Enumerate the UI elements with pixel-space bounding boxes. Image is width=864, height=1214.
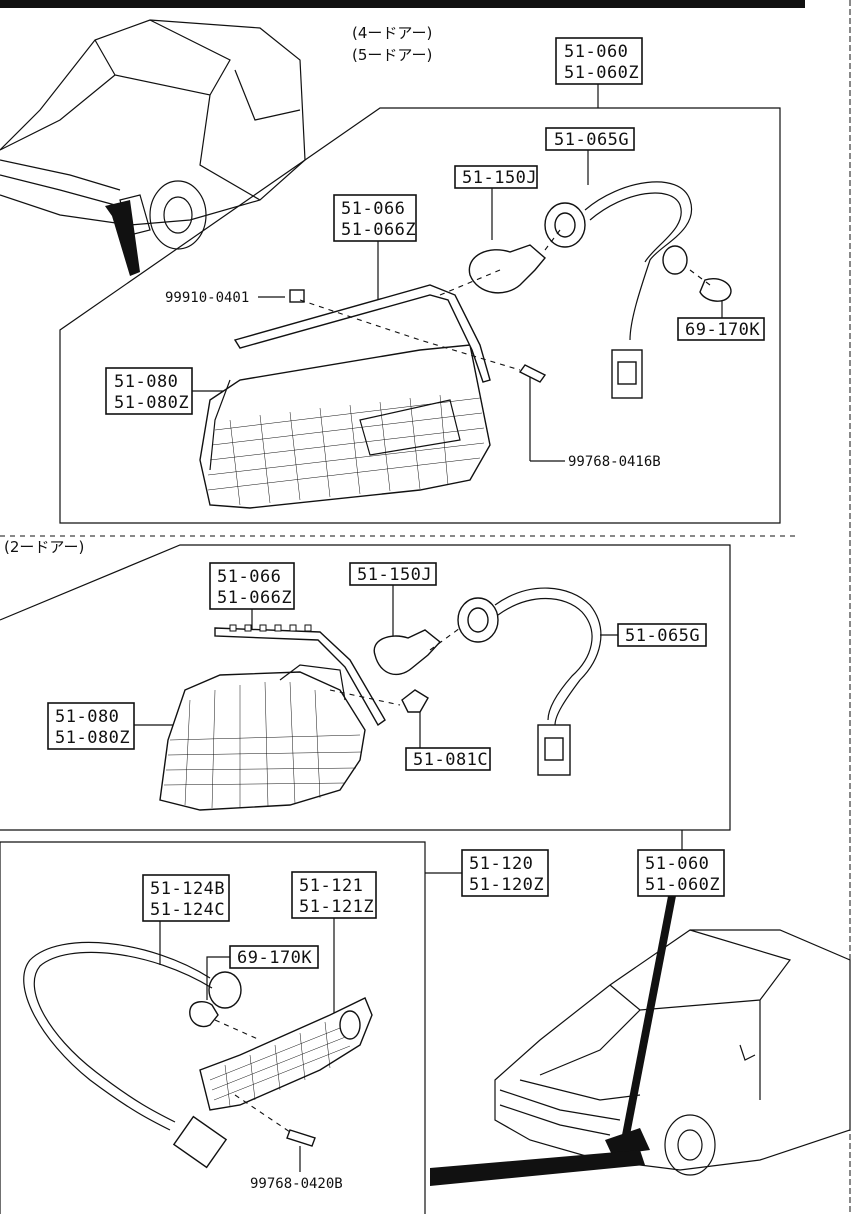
socket-drawing-bottom: [23, 941, 242, 1169]
four-door-label: (4ードアー): [352, 24, 432, 42]
svg-text:51-081C: 51-081C: [413, 750, 488, 770]
svg-text:51-065G: 51-065G: [625, 626, 700, 646]
svg-text:51-060: 51-060: [564, 42, 628, 62]
screw-drawing-bottom: [286, 1129, 316, 1147]
middle-detail-frame: [0, 544, 731, 831]
svg-text:51-080: 51-080: [55, 707, 119, 727]
svg-text:69-170K: 69-170K: [237, 948, 312, 968]
svg-text:51-150J: 51-150J: [357, 565, 432, 585]
bulb-drawing-bottom: [189, 1001, 219, 1028]
label-lens-middle: 51-080 51-080Z: [47, 702, 135, 750]
svg-text:51-065G: 51-065G: [554, 130, 629, 150]
lamp-location-pointer-bottom: [430, 1150, 645, 1186]
svg-text:51-066: 51-066: [341, 199, 405, 219]
svg-text:51-066Z: 51-066Z: [217, 588, 292, 608]
socket-wire-drawing-middle: [457, 587, 602, 776]
label-clip-top: 99910-0401: [165, 290, 249, 306]
svg-text:51-060Z: 51-060Z: [564, 63, 639, 83]
svg-text:69-170K: 69-170K: [685, 320, 760, 340]
svg-text:51-060: 51-060: [645, 854, 709, 874]
svg-text:51-150J: 51-150J: [462, 168, 537, 188]
lens-drawing-middle: [159, 664, 366, 811]
two-door-label: (2ードアー): [4, 538, 84, 556]
svg-text:51-080: 51-080: [114, 372, 178, 392]
label-combo-lamp-assy-top: 51-060 51-060Z: [555, 37, 643, 85]
svg-text:51-080Z: 51-080Z: [114, 393, 189, 413]
five-door-label: (5ードアー): [352, 46, 432, 64]
clip-drawing-middle: [401, 689, 429, 713]
svg-text:51-120: 51-120: [469, 854, 533, 874]
gasket-drawing-middle: [214, 624, 386, 727]
gasket-drawing-top: [233, 284, 491, 383]
label-gasket-top: 51-066 51-066Z: [333, 194, 417, 242]
lamp-location-pointer-middle: [622, 896, 676, 1135]
label-side-lamp-assy: 51-120 51-120Z: [461, 849, 549, 897]
label-lens-bottom: 51-121 51-121Z: [291, 871, 377, 919]
top-detail-frame: [59, 107, 781, 524]
svg-text:51-066: 51-066: [217, 567, 281, 587]
svg-text:51-120Z: 51-120Z: [469, 875, 544, 895]
label-socket-wire-top: 51-065G: [545, 127, 635, 151]
label-socket-wire-middle: 51-065G: [617, 623, 707, 647]
lamp-location-mark-bottom: [605, 1128, 650, 1155]
label-screw-top: 99768-0416B: [568, 454, 661, 470]
top-border-bar: [0, 0, 805, 8]
car-front-illustration-top: [0, 19, 306, 250]
svg-text:51-080Z: 51-080Z: [55, 728, 130, 748]
socket-wire-drawing-top: [544, 181, 732, 399]
label-bulb-top: 51-150J: [454, 165, 538, 189]
assembly-line-top: [299, 299, 521, 371]
svg-text:51-060Z: 51-060Z: [645, 875, 720, 895]
lens-drawing-top: [199, 344, 491, 509]
bottom-detail-frame: [0, 841, 426, 1214]
lamp-location-pointer-top: [105, 200, 140, 276]
svg-text:51-124B: 51-124B: [150, 879, 225, 899]
label-socket-bottom: 51-124B 51-124C: [142, 874, 230, 922]
screw-drawing-top: [518, 364, 547, 383]
label-bulb-bottom: 69-170K: [229, 945, 319, 969]
svg-text:51-066Z: 51-066Z: [341, 220, 416, 240]
svg-text:51-121: 51-121: [299, 876, 363, 896]
label-clip-middle: 51-081C: [405, 747, 491, 771]
label-side-bulb-top: 69-170K: [677, 317, 765, 341]
label-gasket-middle: 51-066 51-066Z: [209, 562, 295, 610]
clip-drawing-top: [289, 289, 305, 303]
side-lamp-drawing: [199, 997, 373, 1111]
bulb-drawing-middle: [373, 629, 442, 676]
label-combo-lamp-assy-middle: 51-060 51-060Z: [637, 849, 725, 897]
bulb-drawing-top: [468, 244, 546, 294]
label-lens-top: 51-080 51-080Z: [105, 367, 193, 415]
svg-text:51-124C: 51-124C: [150, 900, 225, 920]
car-front-illustration-bottom: [494, 929, 851, 1176]
svg-text:51-121Z: 51-121Z: [299, 897, 374, 917]
label-screw-bottom: 99768-0420B: [250, 1176, 343, 1192]
label-bulb-middle: 51-150J: [349, 562, 437, 586]
